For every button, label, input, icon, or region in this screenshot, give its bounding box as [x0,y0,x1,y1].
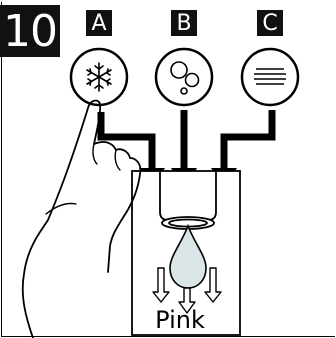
option-c-label: C [257,10,283,36]
arrow-c [220,110,276,172]
bubbles-icon [170,61,200,95]
option-a-label: A [86,10,112,36]
step-number-badge: 10 [0,5,60,57]
option-c-button[interactable] [240,47,300,107]
option-b-label: B [171,10,197,36]
frame-bottom-border [1,336,335,337]
flow-arrows [97,110,276,172]
option-b-button[interactable] [154,47,214,107]
result-label: Pink [155,306,205,334]
outflow-arrows [152,267,222,314]
frame-left-border [1,2,2,337]
snowflake-icon [86,62,112,92]
arrow-a [97,112,156,172]
hand-icon [21,99,142,338]
option-a-button[interactable] [69,47,129,107]
lines-icon [254,68,286,85]
